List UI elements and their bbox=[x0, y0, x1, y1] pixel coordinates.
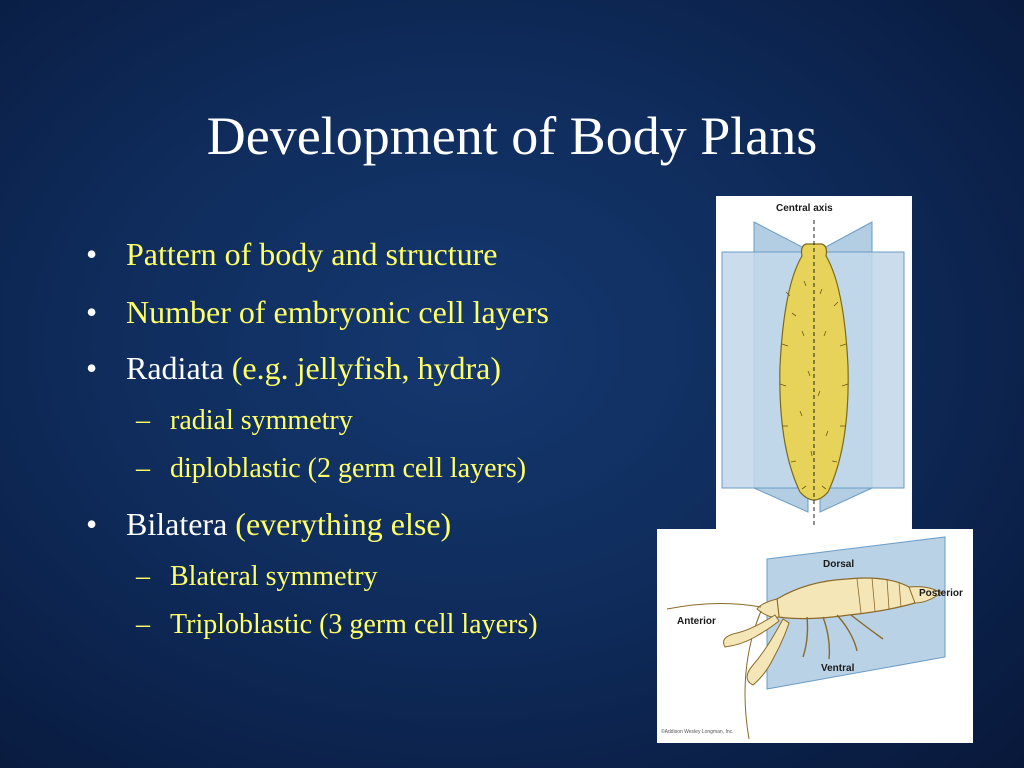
organism-texture bbox=[779, 280, 849, 490]
crayfish-antenna bbox=[744, 610, 762, 740]
bullet-dot: • bbox=[86, 506, 98, 542]
sub-bullet-dash: – bbox=[136, 405, 150, 436]
sub-bullet-text: radial symmetry bbox=[170, 405, 353, 436]
ventral-label: Ventral bbox=[821, 663, 855, 674]
bullet-dot: • bbox=[86, 294, 98, 330]
bullet-text: Pattern of body and structure bbox=[126, 236, 498, 272]
sub-bullet-dash: – bbox=[136, 453, 150, 484]
crayfish-claw bbox=[746, 618, 790, 686]
anterior-label: Anterior bbox=[677, 616, 716, 627]
radial-symmetry-figure: Central axis bbox=[716, 196, 912, 529]
sub-bullet-dash: – bbox=[136, 561, 150, 592]
sub-bullet-dash: – bbox=[136, 609, 150, 640]
bullet-text: Bilatera (everything else) bbox=[126, 504, 451, 544]
sub-bullet-text: Blateral symmetry bbox=[170, 561, 378, 592]
crayfish-legs bbox=[802, 614, 884, 660]
bullet-text-white: Radiata bbox=[126, 350, 224, 386]
bullet-text: Number of embryonic cell layers bbox=[126, 294, 549, 330]
bilateral-symmetry-illustration bbox=[666, 536, 946, 740]
crayfish-head bbox=[756, 598, 780, 618]
crayfish-segments bbox=[856, 577, 902, 614]
posterior-label: Posterior bbox=[919, 588, 963, 599]
sub-bullet-text: Triploblastic (3 germ cell layers) bbox=[170, 609, 538, 640]
crayfish-claw bbox=[723, 614, 780, 648]
figure-credit: ©Addison Wesley Longman, Inc. bbox=[661, 729, 734, 735]
bullet-text-white: Bilatera bbox=[126, 506, 228, 542]
radial-organism bbox=[779, 243, 849, 501]
crayfish-tail bbox=[908, 586, 942, 604]
bullet-text-yellow: (e.g. jellyfish, hydra) bbox=[231, 350, 501, 386]
crayfish-antenna bbox=[666, 602, 762, 610]
dorsal-label: Dorsal bbox=[823, 559, 855, 570]
bullet-dot: • bbox=[86, 350, 98, 386]
bilateral-symmetry-figure: Dorsal Posterior Anterior Ventral ©Addis… bbox=[657, 529, 973, 743]
radial-symmetry-illustration bbox=[721, 220, 905, 526]
bullet-dot: • bbox=[86, 236, 98, 272]
bullet-text: Radiata (e.g. jellyfish, hydra) bbox=[126, 348, 501, 388]
central-axis-label: Central axis bbox=[776, 203, 833, 214]
sub-bullet-text: diploblastic (2 germ cell layers) bbox=[170, 453, 527, 484]
slide-title: Development of Body Plans bbox=[206, 106, 818, 166]
bullet-text-yellow: (everything else) bbox=[235, 506, 452, 542]
